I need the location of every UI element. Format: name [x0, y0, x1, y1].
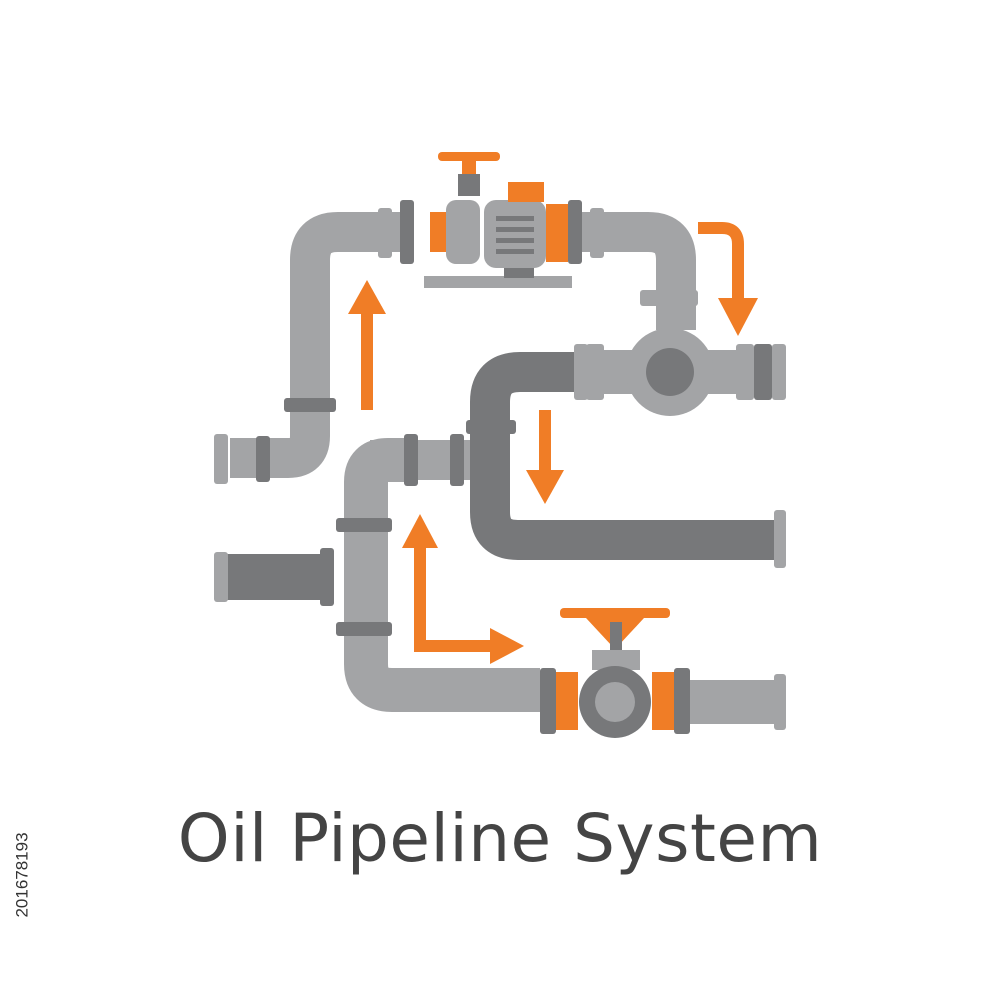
left-inlet-pipe	[214, 548, 334, 606]
flow-arrow-up	[348, 280, 386, 410]
upper-right-pipe	[568, 200, 698, 330]
lower-left-pipe	[336, 438, 540, 712]
pump-icon	[424, 182, 572, 288]
ball-valve-icon	[540, 608, 690, 738]
tee-junction-icon	[586, 328, 786, 416]
flow-arrow-icon	[348, 222, 758, 664]
pipeline-illustration	[214, 152, 786, 738]
gate-valve-icon	[438, 152, 500, 196]
flow-arrow-down	[526, 410, 564, 504]
flow-arrow-double-l	[402, 514, 524, 664]
lower-right-outlet-pipe	[690, 674, 786, 730]
flow-arrow-curved-down	[698, 222, 758, 336]
middle-pipe	[466, 344, 786, 568]
page-title: Oil Pipeline System	[177, 800, 823, 877]
upper-left-pipe	[214, 200, 414, 484]
